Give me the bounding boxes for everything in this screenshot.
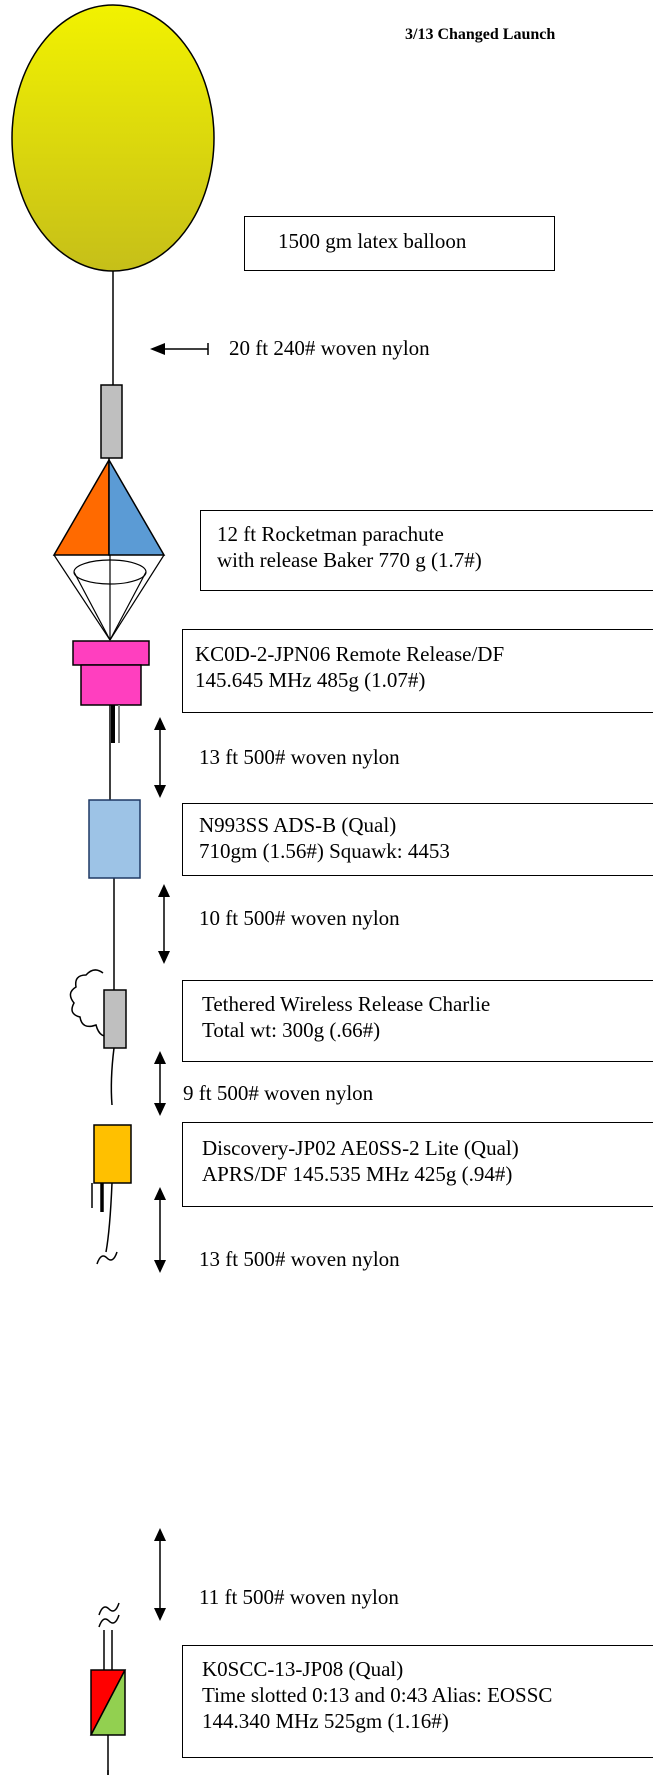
- parachute-label-line2: with release Baker 770 g (1.7#): [217, 548, 482, 572]
- double-arrow: [154, 1528, 166, 1621]
- line-label-4: 9 ft 500# woven nylon: [183, 1081, 374, 1105]
- left-arrow: [150, 343, 209, 355]
- k0scc-label-line2: Time slotted 0:13 and 0:43 Alias: EOSSC: [202, 1683, 553, 1707]
- line-label-1: 20 ft 240# woven nylon: [229, 336, 430, 360]
- swivel-shape: [100, 384, 123, 459]
- wireless-release-label-box: Tethered Wireless Release Charlie Total …: [182, 980, 653, 1062]
- k0scc-label-line1: K0SCC-13-JP08 (Qual): [202, 1657, 404, 1681]
- line-break-symbol: [98, 1614, 120, 1628]
- double-arrow: [154, 717, 166, 798]
- remote-release-label-line2: 145.645 MHz 485g (1.07#): [195, 668, 426, 692]
- discovery-payload-shape: [91, 1124, 132, 1212]
- adsb-label-line1: N993SS ADS-B (Qual): [199, 813, 397, 837]
- discovery-label-line1: Discovery-JP02 AE0SS-2 Lite (Qual): [202, 1136, 519, 1160]
- wireless-release-label-line1: Tethered Wireless Release Charlie: [202, 992, 491, 1016]
- line-break-symbol: [98, 1602, 120, 1616]
- parachute-label-line1: 12 ft Rocketman parachute: [217, 522, 444, 546]
- discovery-label-line2: APRS/DF 145.535 MHz 425g (.94#): [202, 1162, 513, 1186]
- remote-release-shape: [72, 640, 150, 743]
- line-break-symbol: [96, 1251, 118, 1265]
- tether-line: [110, 1047, 115, 1106]
- tether-line: [105, 1182, 113, 1253]
- double-arrow: [154, 1187, 166, 1273]
- k0scc-label-box: K0SCC-13-JP08 (Qual) Time slotted 0:13 a…: [182, 1645, 653, 1758]
- double-arrow: [154, 1051, 166, 1116]
- remote-release-label-line1: KC0D-2-JPN06 Remote Release/DF: [195, 642, 505, 666]
- k0scc-label-line3: 144.340 MHz 525gm (1.16#): [202, 1709, 449, 1733]
- k0scc-payload-shape: [89, 1630, 127, 1775]
- balloon-label: 1500 gm latex balloon: [278, 229, 467, 253]
- discovery-label-box: Discovery-JP02 AE0SS-2 Lite (Qual) APRS/…: [182, 1122, 653, 1207]
- balloon-shape: [11, 4, 215, 272]
- wireless-release-label-line2: Total wt: 300g (.66#): [202, 1018, 381, 1042]
- line-label-5: 13 ft 500# woven nylon: [199, 1247, 400, 1271]
- line-label-2: 13 ft 500# woven nylon: [199, 745, 400, 769]
- adsb-label-line2: 710gm (1.56#) Squawk: 4453: [199, 839, 450, 863]
- wireless-release-shape: [69, 969, 127, 1049]
- double-arrow: [158, 884, 170, 964]
- balloon-label-box: 1500 gm latex balloon: [244, 216, 555, 271]
- remote-release-label-box: KC0D-2-JPN06 Remote Release/DF 145.645 M…: [182, 629, 653, 713]
- line-label-3: 10 ft 500# woven nylon: [199, 906, 400, 930]
- parachute-shape: [52, 457, 166, 641]
- adsb-label-box: N993SS ADS-B (Qual) 710gm (1.56#) Squawk…: [182, 803, 653, 876]
- line-label-6: 11 ft 500# woven nylon: [199, 1585, 399, 1609]
- adsb-payload-shape: [88, 799, 141, 879]
- diagram-header: 3/13 Changed Launch: [405, 26, 556, 43]
- parachute-label-box: 12 ft Rocketman parachute with release B…: [200, 510, 653, 591]
